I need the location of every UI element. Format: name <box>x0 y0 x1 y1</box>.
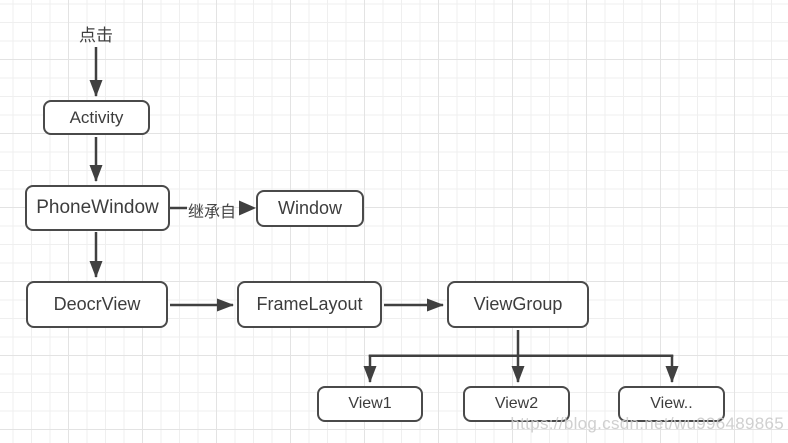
node-activity: Activity <box>43 100 150 135</box>
node-deocrview: DeocrView <box>26 281 168 328</box>
inherit-label: 继承自 <box>187 204 236 221</box>
node-window: Window <box>256 190 364 227</box>
edge-phonewindow-to-window-arrowhead <box>239 200 256 216</box>
node-phonewindow: PhoneWindow <box>25 185 170 231</box>
csdn-watermark: https://blog.csdn.net/wu996489865 <box>510 414 784 433</box>
click-label: 点击 <box>79 26 113 45</box>
node-view2: View2 <box>463 386 570 422</box>
node-view-more: View.. <box>618 386 725 422</box>
node-view1: View1 <box>317 386 423 422</box>
node-framelayout: FrameLayout <box>237 281 382 328</box>
node-viewgroup: ViewGroup <box>447 281 589 328</box>
